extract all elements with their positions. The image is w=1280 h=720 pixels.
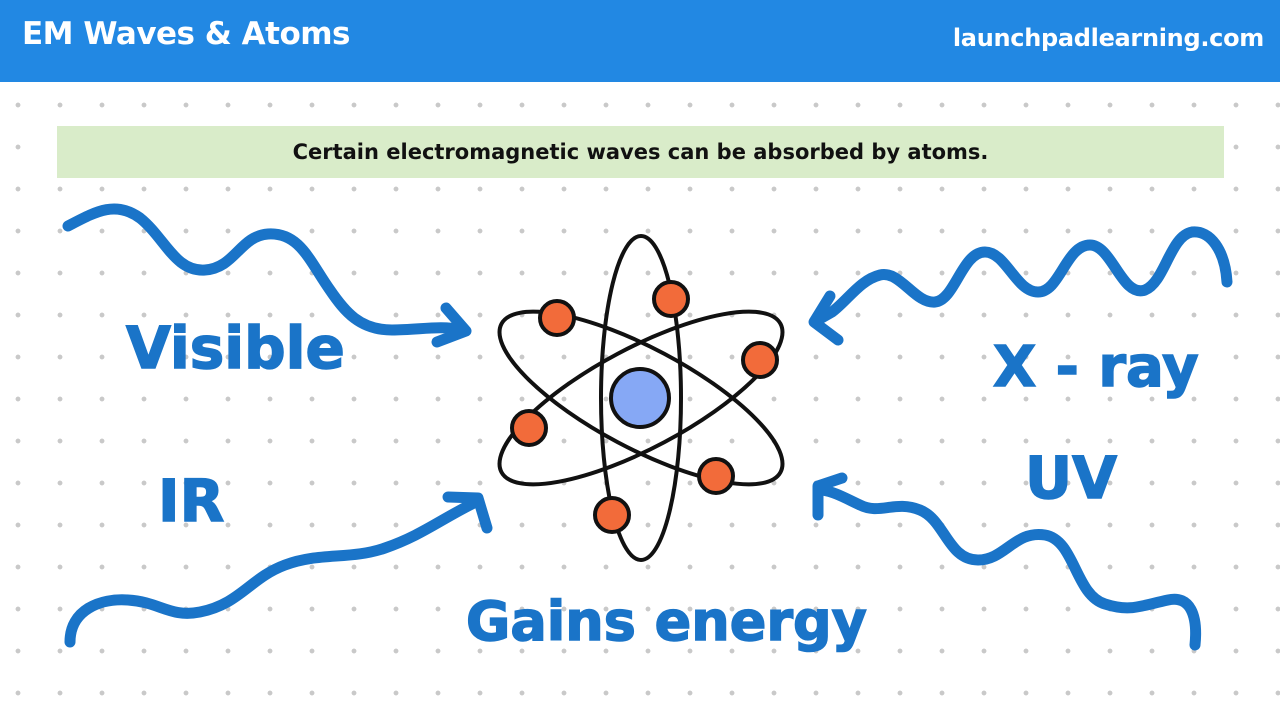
ir-wave-arrow-icon [64, 498, 478, 648]
electron [697, 457, 735, 495]
nucleus [609, 367, 671, 429]
site-url: launchpadlearning.com [952, 24, 1264, 52]
electron [652, 280, 690, 318]
label-xray: X - ray [993, 335, 1199, 400]
statement-text: Certain electromagnetic waves can be abs… [292, 140, 989, 164]
uv-wave-arrow-icon [816, 484, 1202, 651]
label-gains-energy: Gains energy [466, 590, 867, 653]
statement-banner: Certain electromagnetic waves can be abs… [57, 126, 1224, 178]
visible-wave-arrow-icon [62, 203, 468, 336]
electron [741, 341, 779, 379]
electron [538, 299, 576, 337]
ir-arrowhead-icon [442, 491, 493, 534]
page-title: EM Waves & Atoms [22, 16, 351, 52]
orbit-diagonal-b [497, 309, 785, 487]
orbit-vertical [599, 234, 683, 562]
label-uv: UV [1025, 444, 1117, 512]
header-bar: EM Waves & Atoms launchpadlearning.com [0, 0, 1280, 82]
atom-icon [497, 234, 785, 562]
label-ir: IR [158, 467, 224, 535]
electron [510, 409, 548, 447]
uv-arrowhead-icon [812, 472, 848, 521]
electron [593, 496, 631, 534]
label-visible: Visible [126, 314, 345, 382]
orbit-diagonal-a [497, 309, 785, 487]
xray-arrowhead-icon [808, 290, 844, 346]
visible-arrowhead-icon [431, 302, 472, 348]
xray-wave-arrow-icon [812, 226, 1233, 326]
